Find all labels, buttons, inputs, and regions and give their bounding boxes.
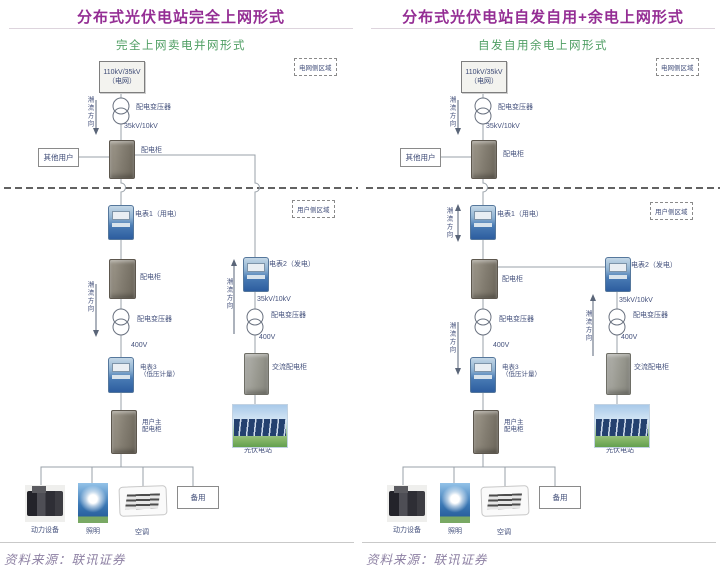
generator-icon [387,485,427,522]
cabinet-icon [109,259,136,299]
pv-hv-label: 35kV/10kV [619,297,653,304]
flow-direction-label: 潮流方向 [584,310,591,342]
cabinet-icon [473,410,499,454]
ac-cabinet-label: 交流配电柜 [272,364,307,371]
cabinet-icon [111,410,137,454]
load-label: 空调 [135,529,149,536]
grid-cabinet-label: 配电柜 [503,151,524,158]
load-label: 照明 [86,528,100,535]
hv-ratio-label: 35kV/10kV [486,123,520,130]
grid-name-label: （电网） [470,78,498,85]
transformer2-label: 配电变压器 [499,316,534,323]
panel-self-use-surplus: 分布式光伏电站自发自用+余电上网形式 自发自用余电上网形式 [362,0,724,583]
transformer-icon [474,97,626,336]
grid-name-label: （电网） [108,78,136,85]
meter-icon [470,205,496,240]
hv-ratio-label: 35kV/10kV [124,123,158,130]
pv-lv-label: 400V [621,334,638,341]
other-users-box: 其他用户 [400,148,441,167]
title-divider [9,28,353,29]
transformer-label: 配电变压器 [136,104,171,111]
meter-icon [108,357,134,393]
user-cabinet-label: 配电柜 [502,276,523,283]
flow-direction-label: 潮流方向 [448,96,455,128]
grid-voltage-label: 110kV/35kV [103,69,141,76]
region-label-grid-side: 电网侧区域 [294,58,337,76]
grid-source-box: 110kV/35kV （电网） [461,61,507,93]
region-label-user-side: 用户侧区域 [650,202,693,220]
page-title: 分布式光伏电站完全上网形式 [76,9,285,26]
meter3-label: 电表3 （低压计量） [140,364,179,378]
lv-label: 400V [493,342,510,349]
footer-divider [362,542,716,543]
lighting-icon [440,483,470,523]
diagram-subtitle: 完全上网卖电并网形式 [116,40,246,52]
generator-icon [25,485,65,522]
pv-station-icon [232,404,288,448]
cabinet-icon [244,353,269,395]
flow-direction-label: 潮流方向 [448,322,455,354]
cabinet-icon [471,140,497,179]
meter1-label: 电表1（用电） [135,211,181,218]
title-divider [371,28,715,29]
pv-transformer-label: 配电变压器 [271,312,306,319]
pv-hv-label: 35kV/10kV [257,296,291,303]
meter3-label: 电表3 （低压计量） [502,364,541,378]
pv-lv-label: 400V [259,334,276,341]
air-conditioner-icon [480,485,530,517]
load-label: 空调 [497,529,511,536]
flow-direction-label: 潮流方向 [225,278,232,310]
load-label: 动力设备 [31,527,59,534]
grid-source-box: 110kV/35kV （电网） [99,61,145,93]
pv-station-label: 光伏电站 [606,447,634,454]
grid-voltage-label: 110kV/35kV [465,69,503,76]
meter-icon [470,357,496,393]
flow-direction-label: 潮流方向 [445,207,452,239]
flow-direction-label: 潮流方向 [86,96,93,128]
cabinet-icon [471,259,498,299]
source-credit: 资料来源：联讯证券 [366,553,488,567]
region-label-user-side: 用户侧区域 [292,200,335,218]
main-cabinet-label: 用户主 配电柜 [504,419,524,433]
flow-direction-label: 潮流方向 [86,281,93,313]
user-cabinet-label: 配电柜 [140,274,161,281]
meter2-label: 电表2（发电） [631,262,677,269]
main-cabinet-label: 用户主 配电柜 [142,419,162,433]
lv-label: 400V [131,342,148,349]
air-conditioner-icon [118,485,168,517]
pv-transformer-label: 配电变压器 [633,312,668,319]
diagram-subtitle: 自发自用余电上网形式 [478,40,608,52]
transformer2-label: 配电变压器 [137,316,172,323]
cabinet-icon [606,353,631,395]
page-title: 分布式光伏电站自发自用+余电上网形式 [402,9,684,26]
flow-arrows [457,100,594,368]
spare-box: 备用 [539,486,581,509]
meter2-label: 电表2（发电） [269,261,315,268]
other-users-box: 其他用户 [38,148,79,167]
connector-lines [4,91,358,486]
panel-full-feed-in: 分布式光伏电站完全上网形式 完全上网卖电并网形式 [0,9,358,567]
load-label: 照明 [448,528,462,535]
meter-icon [243,257,269,292]
region-label-grid-side: 电网侧区域 [656,58,699,76]
lighting-icon [78,483,108,523]
meter-icon [605,257,631,292]
spare-box: 备用 [177,486,219,509]
load-label: 动力设备 [393,527,421,534]
grid-cabinet-label: 配电柜 [141,147,162,154]
transformer-icon [112,97,264,336]
meter1-label: 电表1（用电） [497,211,543,218]
transformer-label: 配电变压器 [498,104,533,111]
pv-station-icon [594,404,650,448]
pv-station-label: 光伏电站 [244,447,272,454]
source-credit: 资料来源：联讯证券 [4,553,126,567]
meter-icon [108,205,134,240]
flow-arrows [95,100,235,334]
ac-cabinet-label: 交流配电柜 [634,364,669,371]
footer-divider [0,542,354,543]
cabinet-icon [109,140,135,179]
